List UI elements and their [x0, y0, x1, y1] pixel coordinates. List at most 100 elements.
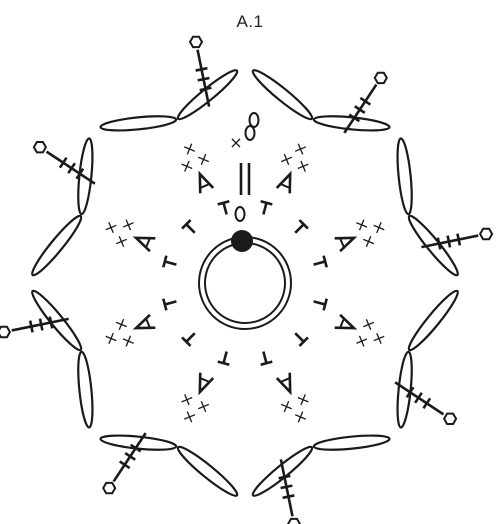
picot-tick [129, 443, 142, 453]
stitch-post [185, 223, 196, 234]
hexagon-picot-icon [286, 517, 302, 524]
picot-tick [124, 452, 136, 461]
picot-tick [75, 167, 85, 180]
stitch-post [164, 260, 177, 266]
picot-tick [446, 235, 452, 248]
picot-stem [102, 432, 147, 495]
half-double-stitch [162, 255, 177, 268]
tick-line [197, 76, 210, 82]
round-2-stitches: ×××××××××××××××××××××××× [99, 137, 391, 429]
increase-v-bar [200, 183, 209, 189]
tick-line [124, 452, 136, 461]
chain-symbols: × [229, 112, 260, 222]
half-double-stitch [181, 332, 196, 347]
picot-stem [32, 141, 96, 185]
stitch-post [262, 351, 268, 364]
elongated-petal-stitch [77, 350, 94, 429]
tick-line [118, 460, 131, 470]
tick-line [280, 484, 293, 490]
picot-stems [0, 35, 494, 524]
increase-v-mark [334, 313, 358, 330]
round-1-stitches [162, 200, 328, 366]
picot-stem [188, 35, 212, 107]
picot-tick [456, 233, 462, 246]
tick-line [129, 443, 142, 453]
tick-line [405, 386, 415, 399]
elongated-petal-stitch [396, 137, 413, 216]
sc-group: ××× [334, 313, 391, 351]
hexagon-picot-icon [0, 325, 12, 339]
increase-v-bar [145, 238, 151, 247]
half-double-stitch [260, 200, 273, 215]
elongated-petal-stitch [176, 445, 239, 497]
chain-stitch [244, 125, 256, 141]
tick-line [348, 113, 361, 123]
picot-tick [195, 66, 208, 72]
tick-line [354, 105, 366, 114]
tick-line [58, 156, 68, 169]
half-double-stitch [217, 200, 230, 215]
picot-tick [405, 386, 415, 399]
increase-v-mark [132, 313, 156, 330]
stitch-post [313, 300, 326, 306]
sc-group: ××× [334, 215, 391, 253]
sc-group: ××× [275, 137, 313, 194]
stitch-bar [181, 336, 192, 347]
stitch-post [164, 300, 177, 306]
sc-group: ××× [275, 372, 313, 429]
stitch-post [222, 202, 228, 215]
tick-line [75, 167, 85, 180]
stitch-bar [162, 298, 168, 311]
picot-tick [348, 113, 361, 123]
tick-line [359, 96, 372, 106]
half-double-stitch [217, 351, 230, 366]
stitch-bar [217, 360, 230, 366]
tick-line [195, 66, 208, 72]
increase-v-bar [281, 377, 290, 383]
stitch-bar [181, 219, 192, 230]
chain-stitch [248, 112, 260, 128]
increase-v-bar [339, 319, 345, 328]
tick-line [436, 237, 442, 250]
increase-v-mark [275, 372, 292, 396]
stitch-post [294, 332, 305, 343]
chain-stitch [234, 206, 246, 222]
increase-v-mark [334, 236, 358, 253]
stitch-bar [162, 255, 168, 268]
tick-line [282, 494, 295, 500]
elongated-petal-stitch [99, 115, 178, 132]
increase-v-mark [275, 170, 292, 194]
single-crochet-mark: × [229, 133, 242, 152]
tick-line [38, 318, 44, 331]
increase-v-bar [200, 377, 209, 383]
half-double-stitch [181, 219, 196, 234]
tick-line [446, 235, 452, 248]
hexagon-picot-icon [478, 227, 494, 241]
picot-tick [280, 484, 293, 490]
stitch-bar [260, 360, 273, 366]
increase-v-bar [281, 183, 290, 189]
tick-line [456, 233, 462, 246]
sc-group: ××× [99, 313, 156, 351]
picot-tick [67, 162, 76, 174]
hexagon-picot-icon [32, 141, 48, 154]
half-double-stitch [294, 219, 309, 234]
hexagon-picot-icon [373, 71, 388, 85]
picot-tick [28, 320, 34, 333]
stitch-bar [298, 336, 309, 347]
half-double-stitch [313, 255, 328, 268]
tick-line [67, 162, 76, 174]
stitch-bar [322, 298, 328, 311]
half-double-stitch [162, 298, 177, 311]
stitch-bar [322, 255, 328, 268]
picot-stem [394, 381, 458, 425]
increase-v-mark [198, 170, 215, 194]
tick-line [414, 392, 423, 404]
tick-line [422, 397, 432, 410]
stitch-post [294, 223, 305, 234]
hexagon-picot-icon [102, 481, 117, 495]
picot-stem [0, 316, 69, 339]
increase-v-mark [132, 236, 156, 253]
picot-tick [414, 392, 423, 404]
stitch-bar [217, 200, 230, 206]
